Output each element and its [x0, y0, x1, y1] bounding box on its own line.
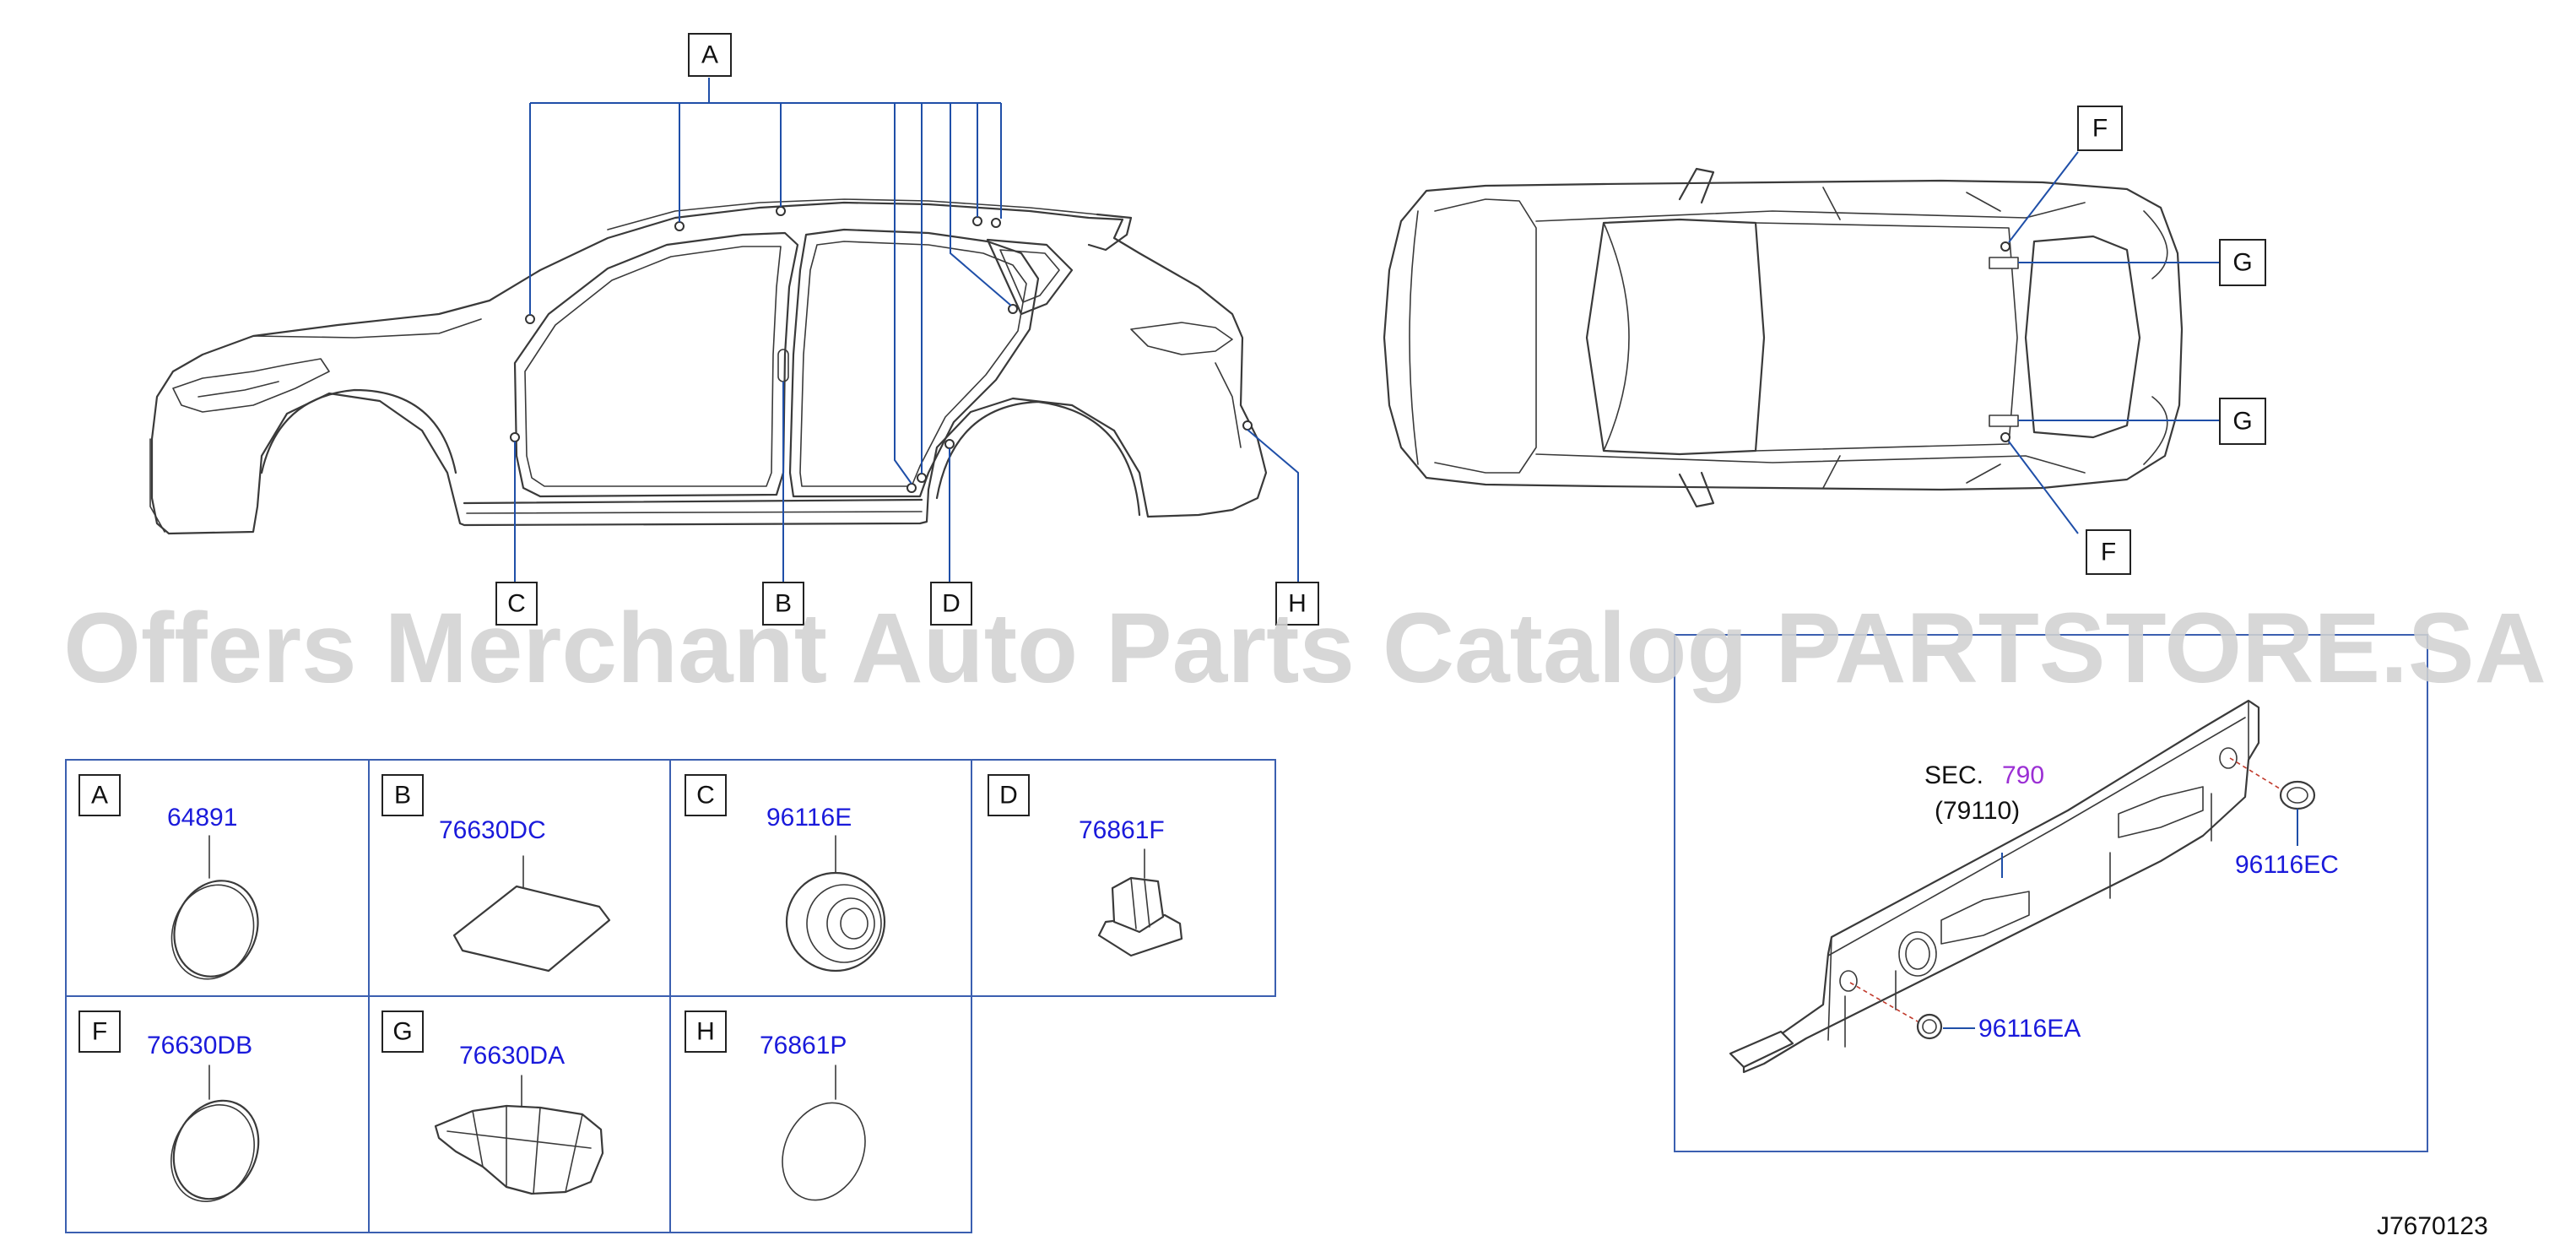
svg-text:H: H	[1288, 590, 1307, 618]
part-76630db-drawing	[170, 1099, 260, 1202]
svg-text:64891: 64891	[167, 804, 237, 832]
grommet-96116ea-drawing	[1916, 1013, 1943, 1040]
leader-f2	[2008, 441, 2079, 534]
label-box-g2: G	[2219, 398, 2266, 445]
part-76861f-drawing	[1097, 876, 1183, 957]
sub-reference: (79110)	[1935, 797, 2020, 825]
svg-text:G: G	[2232, 249, 2252, 277]
svg-text:G: G	[2232, 408, 2252, 436]
svg-text:A: A	[91, 782, 108, 810]
grid-cell-d: D 76861F	[988, 774, 1183, 957]
part-64891-drawing	[170, 880, 259, 980]
part-number-96116ea[interactable]: 96116EA	[1978, 1015, 2081, 1043]
svg-text:A: A	[701, 41, 718, 69]
grommet-96116ec-drawing	[2279, 780, 2316, 810]
svg-text:96116E: 96116E	[766, 804, 852, 832]
svg-text:76861F: 76861F	[1079, 816, 1165, 844]
svg-text:76630DA: 76630DA	[459, 1042, 565, 1070]
label-box-g1: G	[2219, 239, 2266, 286]
part-76630dc-drawing	[452, 885, 611, 973]
label-box-b: B	[762, 582, 804, 626]
label-box-c: C	[495, 582, 538, 626]
grid-cell-f: F 76630DB	[78, 1010, 260, 1202]
parts-grid	[65, 759, 1276, 1233]
leader-f1	[2008, 151, 2079, 243]
svg-text:76861P: 76861P	[760, 1032, 847, 1059]
svg-text:F: F	[92, 1018, 107, 1046]
part-76861p-drawing	[782, 1102, 866, 1201]
sec-number-link[interactable]: 790	[2002, 761, 2044, 789]
svg-text:C: C	[507, 590, 526, 618]
grid-cell-b: B 76630DC	[382, 774, 611, 973]
part-76630da-drawing	[434, 1104, 604, 1195]
diagram-id: J7670123	[2377, 1212, 2488, 1240]
svg-text:76630DB: 76630DB	[147, 1032, 252, 1059]
label-box-f1: F	[2077, 106, 2123, 151]
part-number-96116ec[interactable]: 96116EC	[2235, 851, 2339, 879]
svg-text:D: D	[999, 782, 1018, 810]
svg-text:H: H	[696, 1018, 715, 1046]
part-96116e-drawing	[785, 871, 886, 973]
svg-text:F: F	[2092, 115, 2108, 143]
svg-text:C: C	[696, 782, 715, 810]
svg-text:B: B	[775, 590, 792, 618]
car-side-view	[149, 198, 1268, 535]
svg-text:G: G	[392, 1018, 412, 1046]
grid-cell-a: A 64891	[78, 774, 259, 980]
leader-h	[1247, 429, 1299, 582]
grid-cell-h: H 76861P	[685, 1010, 866, 1201]
svg-text:D: D	[942, 590, 961, 618]
watermark: Offers Merchant Auto Parts Catalog PARTS…	[63, 593, 2546, 704]
grid-cell-c: C 96116E	[685, 774, 886, 973]
label-box-f2: F	[2086, 529, 2131, 575]
grid-cell-g: G 76630DA	[382, 1010, 604, 1195]
label-box-a: A	[688, 33, 732, 77]
detail-panel	[1674, 634, 2428, 1152]
label-box-d: D	[930, 582, 972, 626]
leader-a	[529, 78, 1012, 485]
car-top-view	[1383, 167, 2184, 508]
svg-text:76630DC: 76630DC	[439, 816, 546, 844]
svg-text:B: B	[394, 782, 411, 810]
sec-label: SEC.	[1924, 761, 1983, 789]
label-box-h: H	[1275, 582, 1319, 626]
svg-text:F: F	[2101, 539, 2116, 566]
